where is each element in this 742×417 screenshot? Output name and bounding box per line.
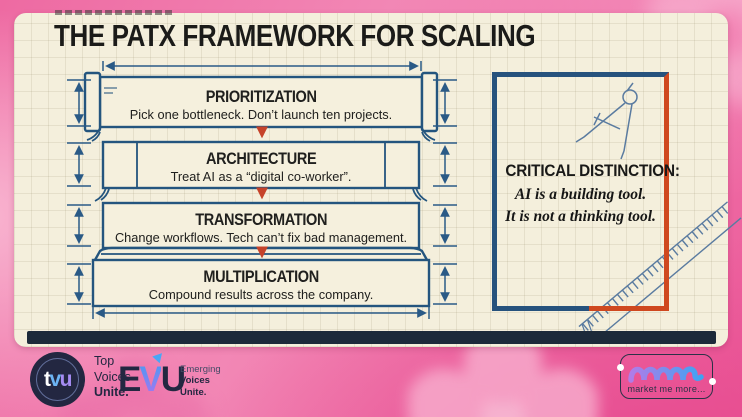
molding-flare: [412, 187, 428, 202]
callout-quote: AI is a building tool. It is not a think…: [497, 184, 664, 228]
market-me-more-logo: market me more...: [617, 354, 716, 399]
callout-box: CRITICAL DISTINCTION: AI is a building t…: [492, 72, 680, 311]
tvu-letter-u: u: [59, 367, 73, 391]
cropped-header-artifact: [55, 10, 173, 15]
page-title: THE PATX FRAMEWORK FOR SCALING: [54, 18, 536, 53]
tier-name: MULTIPLICATION: [203, 268, 319, 286]
molding-flare: [86, 127, 101, 142]
evu-arrow-v: V: [139, 358, 162, 402]
width-arrow-bottom: [92, 307, 430, 319]
dimension-arrows-left: [67, 79, 91, 305]
tier-name: ARCHITECTURE: [206, 150, 316, 168]
mmm-squiggle-icon: [628, 366, 704, 383]
tvu-stamp-badge: tvu: [30, 352, 85, 407]
evu-letter-u: U: [160, 360, 186, 399]
compass-icon: [575, 82, 638, 160]
tier-block-architecture: ARCHITECTURE Treat AI as a “digital co-w…: [101, 140, 421, 190]
molding-flare: [94, 187, 110, 202]
evu-line3: Unite.: [180, 386, 207, 398]
width-arrow-top: [102, 61, 422, 71]
tier-desc: Treat AI as a “digital co-worker”.: [171, 169, 352, 184]
callout-heading: CRITICAL DISTINCTION:: [505, 161, 680, 180]
callout-quote-line2: It is not a thinking tool.: [505, 208, 656, 225]
evu-wordmark: Emerging Voices Unite.: [180, 364, 221, 398]
tvu-line2: Voices: [94, 369, 131, 384]
panel-base-bar: [27, 331, 716, 344]
tier-name: TRANSFORMATION: [195, 211, 327, 229]
evu-letter-e: E: [118, 360, 141, 399]
tier-desc: Compound results across the company.: [149, 287, 374, 302]
tvu-letter-v: v: [49, 367, 61, 391]
callout-quote-line1: AI is a building tool.: [514, 186, 647, 203]
tvu-monogram: tvu: [43, 367, 73, 392]
patx-stack-diagram: PRIORITIZATION Pick one bottleneck. Don’…: [67, 61, 457, 319]
tier-desc: Pick one bottleneck. Don’t launch ten pr…: [130, 107, 393, 122]
tvu-wordmark: Top Voices Unite.: [94, 354, 131, 401]
tier-name: PRIORITIZATION: [206, 88, 317, 106]
tier-block-transformation: TRANSFORMATION Change workflows. Tech ca…: [101, 201, 421, 250]
tier-desc: Change workflows. Tech can’t fix bad man…: [115, 230, 407, 245]
tvu-line3: Unite.: [94, 385, 129, 400]
molding-flare: [421, 127, 436, 142]
evu-line1: Emerging: [180, 364, 221, 375]
tvu-letter-t: t: [43, 367, 51, 391]
mmm-tagline: market me more...: [627, 384, 706, 394]
dimension-arrows-right: [433, 79, 457, 305]
tvu-line1: Top: [94, 354, 115, 368]
tier-block-multiplication: MULTIPLICATION Compound results across t…: [91, 258, 431, 308]
tier-block-prioritization: PRIORITIZATION Pick one bottleneck. Don’…: [83, 71, 439, 133]
evu-line2: Voices: [180, 375, 210, 387]
